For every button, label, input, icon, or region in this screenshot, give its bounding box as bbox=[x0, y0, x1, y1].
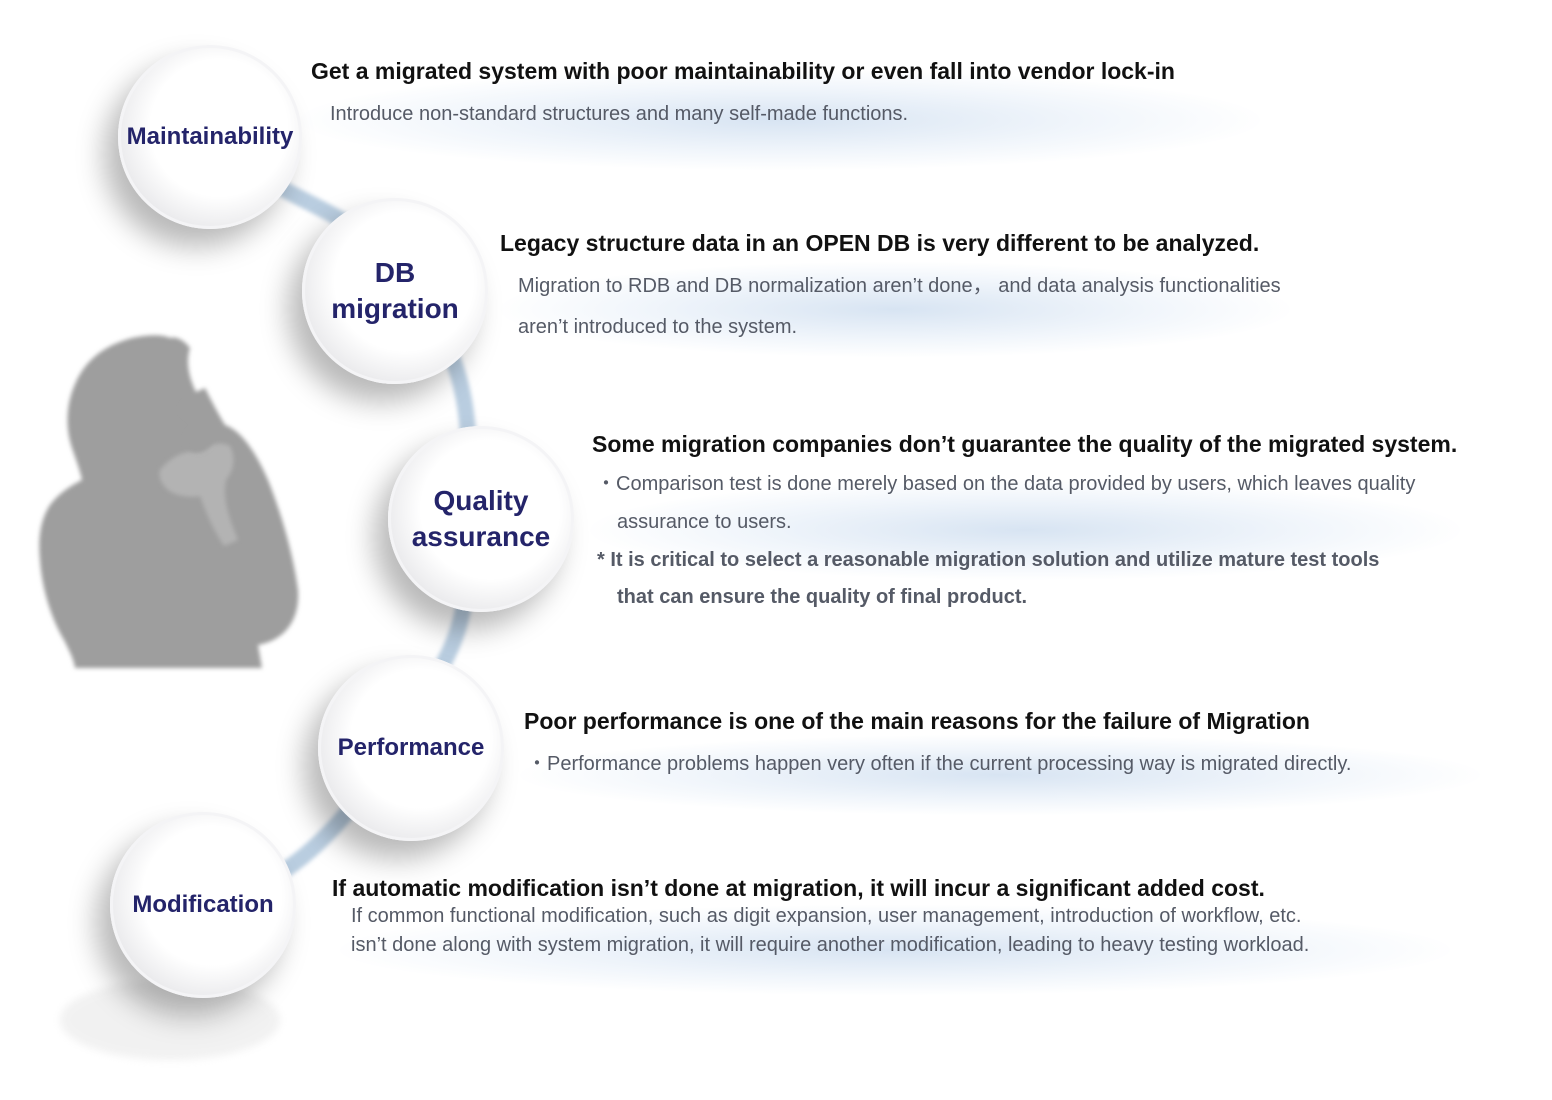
label-modification: Modification bbox=[132, 891, 274, 918]
circle-modification: Modification bbox=[110, 812, 296, 998]
thinking-person-icon bbox=[39, 335, 299, 668]
title-performance: Poor performance is one of the main reas… bbox=[524, 708, 1310, 734]
circle-quality-assurance: Quality assurance bbox=[388, 426, 574, 612]
glow-4 bbox=[520, 735, 1480, 815]
note-quality-assurance-line1: * It is critical to select a reasonable … bbox=[597, 549, 1380, 571]
glow-3 bbox=[590, 480, 1460, 580]
label-performance: Performance bbox=[337, 734, 485, 761]
circle-maintainability: Maintainability bbox=[118, 45, 302, 229]
circle-performance: Performance bbox=[318, 655, 504, 841]
label-maintainability: Maintainability bbox=[126, 123, 294, 150]
desc-modification-line1: If common functional modification, such … bbox=[351, 905, 1302, 927]
desc-db-migration-line2: aren’t introduced to the system. bbox=[518, 316, 798, 338]
title-maintainability: Get a migrated system with poor maintain… bbox=[311, 58, 1175, 84]
label-db-migration-line1: DB bbox=[374, 257, 416, 288]
desc-quality-assurance-line2: assurance to users. bbox=[617, 511, 792, 533]
desc-performance-line1: ・Performance problems happen very often … bbox=[527, 753, 1352, 775]
desc-modification-line2: isn’t done along with system migration, … bbox=[351, 934, 1310, 956]
desc-maintainability-line1: Introduce non-standard structures and ma… bbox=[330, 103, 909, 125]
label-db-migration-line2: migration bbox=[331, 293, 459, 324]
label-quality-assurance-line2: assurance bbox=[411, 521, 551, 552]
label-quality-assurance-line1: Quality bbox=[433, 485, 529, 516]
note-quality-assurance-line2: that can ensure the quality of final pro… bbox=[617, 586, 1028, 608]
desc-db-migration-line1: Migration to RDB and DB normalization ar… bbox=[518, 275, 1281, 297]
title-db-migration: Legacy structure data in an OPEN DB is v… bbox=[500, 230, 1260, 256]
desc-quality-assurance-line1: ・Comparison test is done merely based on… bbox=[596, 473, 1416, 495]
glow-2 bbox=[500, 262, 1290, 357]
circle-db-migration: DB migration bbox=[302, 198, 488, 384]
title-quality-assurance: Some migration companies don’t guarantee… bbox=[592, 431, 1458, 457]
glow-1 bbox=[300, 70, 1260, 170]
title-modification: If automatic modification isn’t done at … bbox=[332, 875, 1265, 901]
glow-5 bbox=[340, 905, 1450, 995]
